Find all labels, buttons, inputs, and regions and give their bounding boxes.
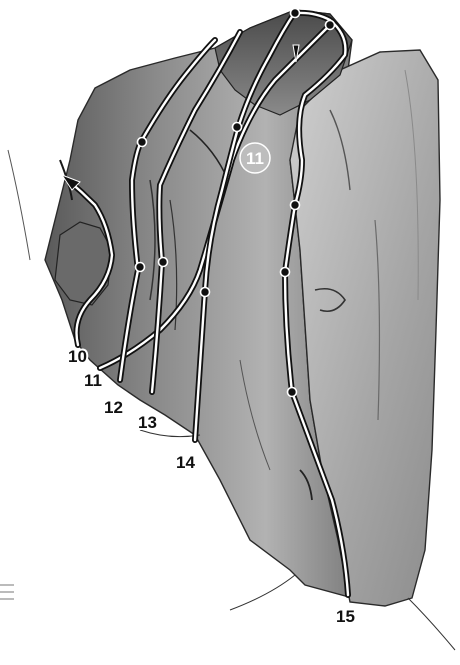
belay-marker (233, 123, 242, 132)
belay-marker (291, 9, 300, 18)
belay-marker (288, 388, 297, 397)
route-label-13: 13 (138, 413, 157, 432)
belay-marker (326, 21, 335, 30)
route-label-15: 15 (336, 607, 355, 626)
belay-marker (159, 258, 168, 267)
route-label-14: 14 (176, 453, 195, 472)
route-badge-label: 11 (246, 149, 264, 168)
belay-marker (281, 268, 290, 277)
route-badge-11: 11 (240, 143, 270, 173)
belay-marker (291, 201, 300, 210)
route-label-11: 11 (84, 371, 102, 390)
route-label-12: 12 (104, 398, 123, 417)
belay-marker (201, 288, 210, 297)
belay-marker (136, 263, 145, 272)
route-label-10: 10 (68, 347, 87, 366)
belay-marker (138, 138, 147, 147)
rock-face (0, 10, 455, 650)
